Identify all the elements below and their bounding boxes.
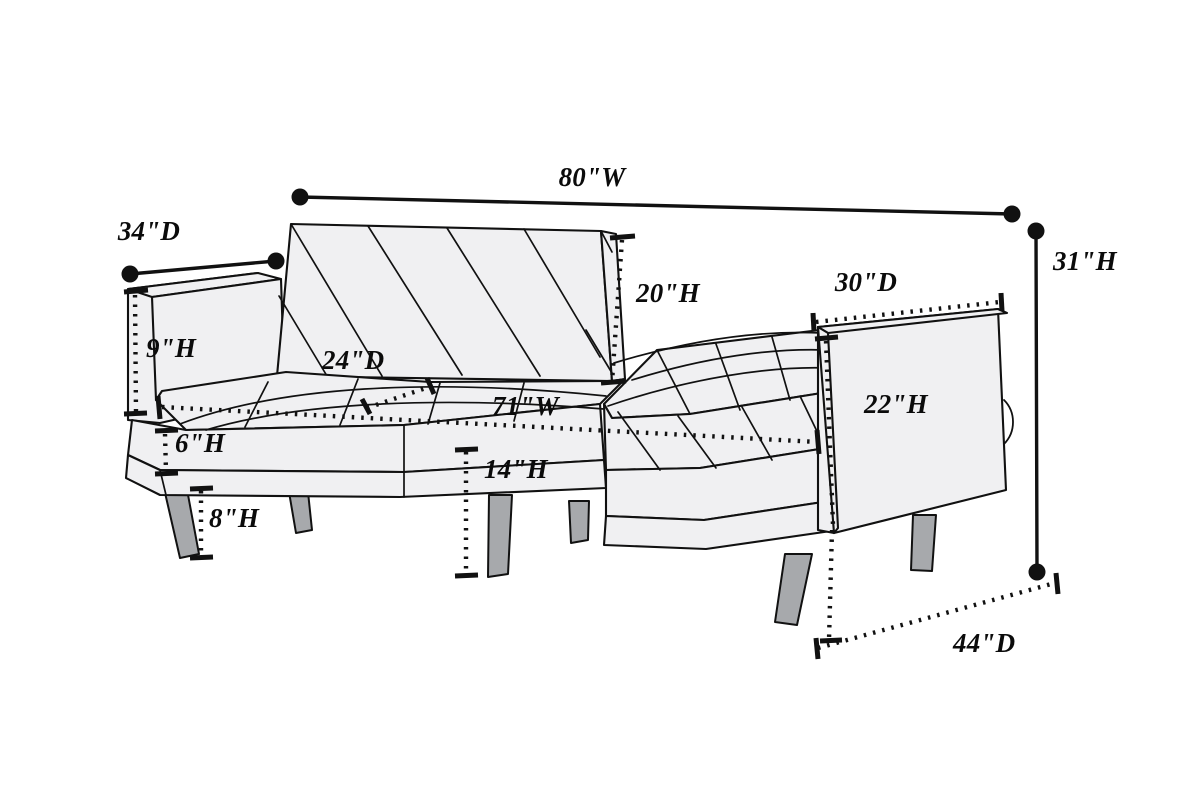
- label-bed-depth: 44"D: [952, 628, 1015, 658]
- label-arm-height-right: 22"H: [863, 389, 929, 419]
- dimension-line-seat-depth: [359, 376, 437, 416]
- dimension-line-arm-depth-right: [810, 292, 1005, 332]
- dimension-line-bed-depth: [813, 572, 1061, 660]
- dimension-line-cushion-height: [154, 427, 179, 477]
- backrest-tufting: [278, 223, 613, 377]
- label-arm-depth-right: 30"D: [834, 267, 897, 297]
- dimension-labels: 80"W 34"D 31"H 20"H 9"H 24"D 30"D 71"W 2…: [117, 162, 1118, 658]
- label-seat-width: 71"W: [492, 391, 561, 421]
- label-overall-width: 80"W: [559, 162, 628, 192]
- leg-front-mid: [487, 494, 513, 578]
- sofa-legs: [162, 483, 937, 626]
- label-leg-height: 8"H: [209, 503, 260, 533]
- label-cushion-height: 6"H: [175, 428, 226, 458]
- dimension-line-arm-height: [123, 287, 149, 417]
- sofa-illustration: [124, 222, 1014, 626]
- label-overall-height: 31"H: [1052, 246, 1118, 276]
- dimension-line-overall-width: [291, 188, 1021, 223]
- dimension-line-back-height: [600, 233, 636, 386]
- label-arm-height: 9"H: [146, 333, 197, 363]
- label-arm-depth-left: 34"D: [117, 216, 180, 246]
- label-back-height: 20"H: [635, 278, 701, 308]
- right-arm-front-edge: [816, 325, 840, 535]
- leg-front-right: [774, 553, 813, 626]
- dimension-line-arm-height-right: [814, 334, 839, 526]
- dimension-drop-line-bed-depth: [819, 529, 843, 644]
- leg-rear-left: [288, 491, 313, 534]
- dimension-lines: [121, 188, 1061, 660]
- dimension-line-seat-height: [454, 446, 479, 579]
- label-seat-height: 14"H: [484, 454, 549, 484]
- label-seat-depth: 24"D: [321, 345, 384, 375]
- right-arm-inner-curve: [1003, 399, 1014, 445]
- right-arm-outer-panel: [816, 307, 1008, 535]
- dimension-line-seat-width: [155, 395, 822, 455]
- leg-rear-mid: [568, 500, 590, 544]
- dimension-line-arm-depth-left: [121, 252, 285, 283]
- dimension-line-leg-height: [189, 485, 214, 561]
- dimension-line-overall-height: [1027, 222, 1046, 581]
- leg-rear-right: [910, 514, 937, 572]
